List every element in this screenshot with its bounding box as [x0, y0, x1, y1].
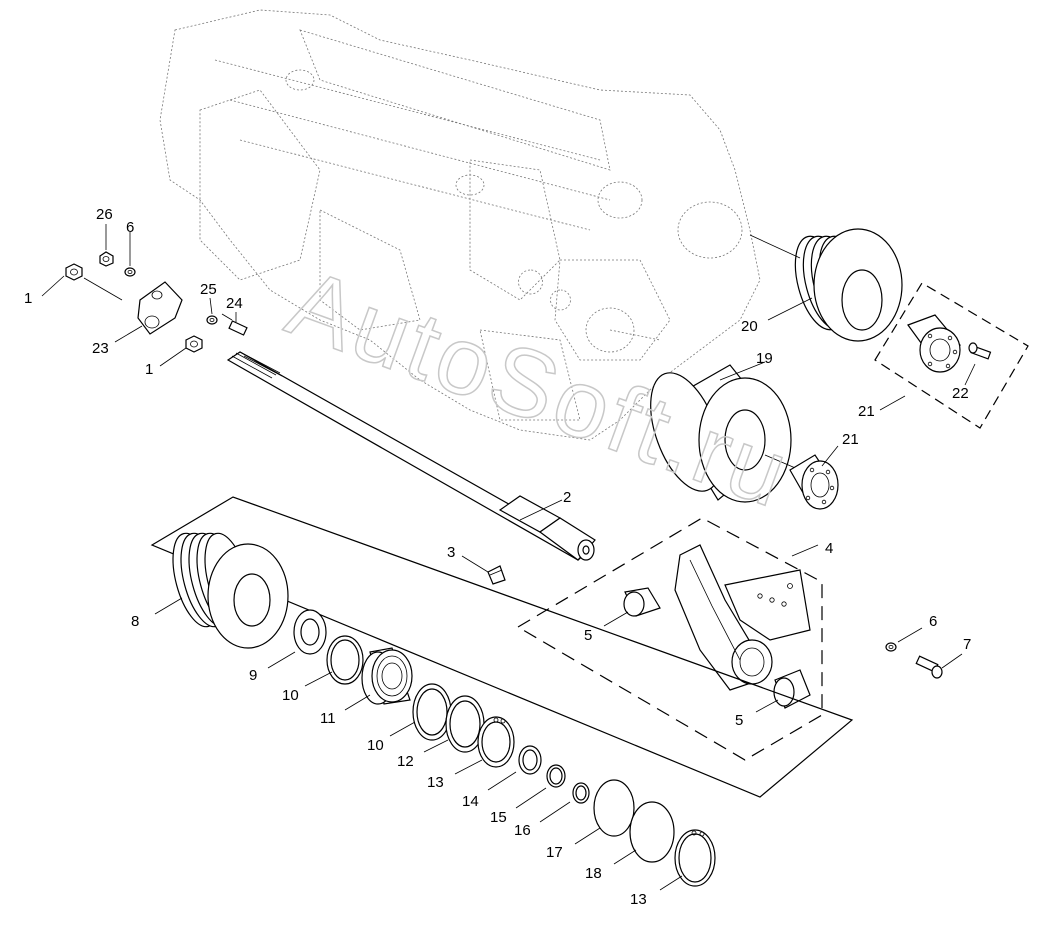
callout-labels: 26 6 1 25 24 23 1 2 3 20 19 21 22 21 4 5…	[24, 206, 971, 908]
shaft	[226, 351, 596, 561]
callout-24: 24	[226, 295, 243, 312]
callout-9: 9	[249, 667, 257, 684]
callout-6: 6	[126, 219, 134, 236]
callout-11: 11	[320, 710, 336, 727]
callout-15: 15	[490, 809, 507, 826]
callout-25: 25	[200, 281, 217, 298]
callout-16: 16	[514, 822, 531, 839]
circlip-13-a	[477, 716, 515, 768]
plate-23	[137, 281, 183, 335]
pulley-19	[650, 364, 801, 503]
assembly-outline	[150, 496, 854, 798]
nut-26	[99, 251, 114, 267]
callout-13: 13	[427, 774, 444, 791]
circlip-13-b	[674, 829, 716, 887]
callout-8: 8	[131, 613, 139, 630]
callout-19: 19	[756, 350, 773, 367]
cap-17	[593, 779, 635, 837]
arm-4	[674, 544, 811, 691]
machine-housing	[159, 9, 761, 441]
ring-16	[572, 782, 590, 804]
bushing-5-a	[623, 587, 661, 617]
callout-18: 18	[585, 865, 602, 882]
bearing-11	[361, 647, 413, 705]
callout-20: 20	[741, 318, 758, 335]
callout-3: 3	[447, 544, 455, 561]
callout-14: 14	[462, 793, 479, 810]
bushing-21-mid	[789, 454, 839, 510]
callout-23: 23	[92, 340, 109, 357]
seal-9	[293, 609, 327, 655]
callout-22: 22	[952, 385, 969, 402]
callout-10: 10	[282, 687, 299, 704]
callout-12: 12	[397, 753, 414, 770]
callout-17: 17	[546, 844, 563, 861]
bolt-22	[968, 342, 992, 360]
callout-13: 13	[630, 891, 647, 908]
washer-6-right	[885, 642, 897, 652]
callout-21: 21	[842, 431, 859, 448]
callout-6: 6	[929, 613, 937, 630]
callout-5: 5	[584, 627, 592, 644]
pulley-8	[172, 532, 289, 649]
callout-1: 1	[24, 290, 32, 307]
callout-21: 21	[858, 403, 875, 420]
callout-26: 26	[96, 206, 113, 223]
dashed-box-21	[874, 282, 1029, 429]
bushing-21-top	[907, 314, 961, 373]
bolt-24	[221, 313, 248, 336]
ring-10-b	[412, 683, 452, 741]
ring-14	[518, 745, 542, 775]
nut-1-top	[65, 263, 123, 301]
callout-5: 5	[735, 712, 743, 729]
ring-10-a	[326, 635, 364, 685]
disc-18	[629, 801, 675, 863]
callout-7: 7	[963, 636, 971, 653]
nut-1-mid	[185, 335, 203, 353]
leader-lines	[41, 224, 976, 891]
washer-25	[206, 315, 218, 325]
plug-3	[487, 565, 506, 585]
callout-1: 1	[145, 361, 153, 378]
callout-2: 2	[563, 489, 571, 506]
pulley-20	[749, 228, 903, 342]
bushing-5-b	[773, 669, 811, 709]
callout-10: 10	[367, 737, 384, 754]
washer-6-top	[124, 267, 136, 277]
ring-15	[546, 764, 566, 788]
bolt-7	[915, 655, 943, 679]
callout-4: 4	[825, 540, 833, 557]
dashed-box-4	[516, 517, 823, 761]
